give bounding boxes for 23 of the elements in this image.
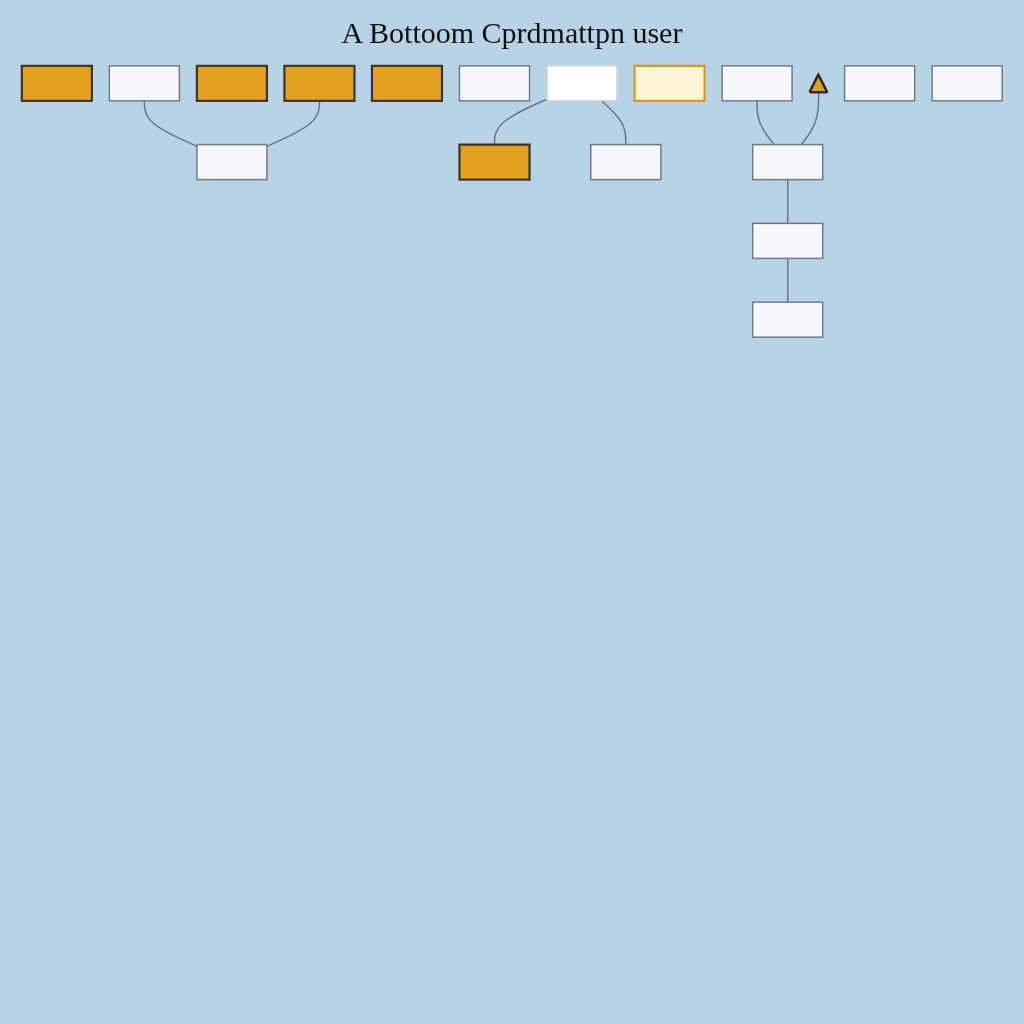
- node-box: [370, 64, 444, 102]
- connector: [787, 178, 789, 225]
- node-box: [20, 64, 93, 102]
- connector: [266, 100, 321, 148]
- node-box: [590, 143, 662, 181]
- node-box: [751, 222, 824, 260]
- node-box: [195, 64, 269, 102]
- node-box: [751, 143, 824, 181]
- node-box: [108, 65, 181, 102]
- connector: [600, 100, 627, 146]
- node-bar: [546, 65, 618, 102]
- node-box: [843, 65, 916, 102]
- node-box: [196, 143, 268, 181]
- node-box: [751, 301, 824, 338]
- node-box: [458, 143, 531, 181]
- connector: [756, 100, 775, 146]
- node-box: [283, 64, 356, 102]
- subtitle-text: A Bottoom Cprdmattpn user: [341, 16, 683, 50]
- node-box: [633, 64, 706, 102]
- node-box: [458, 65, 531, 102]
- node-box: [931, 65, 1003, 102]
- connector: [787, 257, 789, 303]
- node-box: [721, 65, 793, 102]
